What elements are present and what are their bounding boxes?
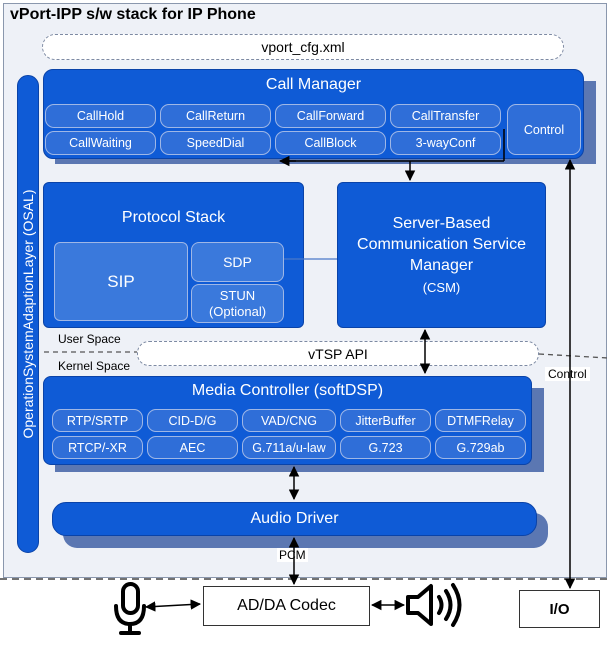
media-controller-title: Media Controller (softDSP) bbox=[191, 382, 384, 399]
stun-label: STUN bbox=[219, 287, 256, 303]
sip-block: SIP bbox=[54, 242, 188, 321]
vtsp-api-pill: vTSP API bbox=[137, 341, 539, 366]
feature-callforward: CallForward bbox=[275, 104, 386, 128]
mic-codec-arrow bbox=[144, 599, 202, 612]
codec-box: AD/DA Codec bbox=[203, 586, 370, 626]
feature-control: Control bbox=[507, 104, 581, 155]
csm-title-line2: Communication Service bbox=[357, 235, 526, 253]
csm-title-line3: Manager bbox=[409, 256, 474, 274]
media-aec: AEC bbox=[147, 436, 238, 459]
feature-speeddial: SpeedDial bbox=[160, 131, 271, 155]
feature-callhold: CallHold bbox=[45, 104, 156, 128]
stun-optional-label: (Optional) bbox=[208, 303, 267, 319]
media-jitterbuffer: JitterBuffer bbox=[340, 409, 431, 432]
csm-title-line1: Server-Based bbox=[392, 214, 491, 232]
config-file-pill: vport_cfg.xml bbox=[42, 34, 564, 60]
call-manager-title: Call Manager bbox=[265, 76, 362, 93]
media-g729ab: G.729ab bbox=[435, 436, 526, 459]
csm-abbr: (CSM) bbox=[422, 279, 461, 295]
media-cid-dg: CID-D/G bbox=[147, 409, 238, 432]
media-g711: G.711a/u-law bbox=[242, 436, 336, 459]
media-vad-cng: VAD/CNG bbox=[242, 409, 336, 432]
feature-3wayconf: 3-wayConf bbox=[390, 131, 501, 155]
feature-callwaiting: CallWaiting bbox=[45, 131, 156, 155]
feature-calltransfer: CallTransfer bbox=[390, 104, 501, 128]
osal-bar: OperationSystemAdaptionLayer (OSAL) bbox=[17, 75, 39, 553]
media-dtmfrelay: DTMFRelay bbox=[435, 409, 526, 432]
user-space-label: User Space bbox=[58, 332, 121, 346]
io-box: I/O bbox=[519, 590, 600, 628]
speaker-icon bbox=[406, 583, 462, 627]
sdp-block: SDP bbox=[191, 242, 284, 282]
stun-block: STUN (Optional) bbox=[191, 284, 284, 323]
diagram-title: vPort-IPP s/w stack for IP Phone bbox=[10, 6, 256, 23]
media-g723: G.723 bbox=[340, 436, 431, 459]
audio-driver-box: Audio Driver bbox=[52, 502, 537, 536]
kernel-space-label: Kernel Space bbox=[58, 359, 131, 373]
feature-callreturn: CallReturn bbox=[160, 104, 271, 128]
media-rtcp-xr: RTCP/-XR bbox=[52, 436, 143, 459]
feature-callblock: CallBlock bbox=[275, 131, 386, 155]
csm-box: Server-Based Communication Service Manag… bbox=[337, 182, 546, 328]
media-rtp-srtp: RTP/SRTP bbox=[52, 409, 143, 432]
space-divider-right bbox=[538, 353, 609, 359]
microphone-icon bbox=[114, 582, 146, 635]
protocol-stack-title: Protocol Stack bbox=[121, 209, 226, 226]
